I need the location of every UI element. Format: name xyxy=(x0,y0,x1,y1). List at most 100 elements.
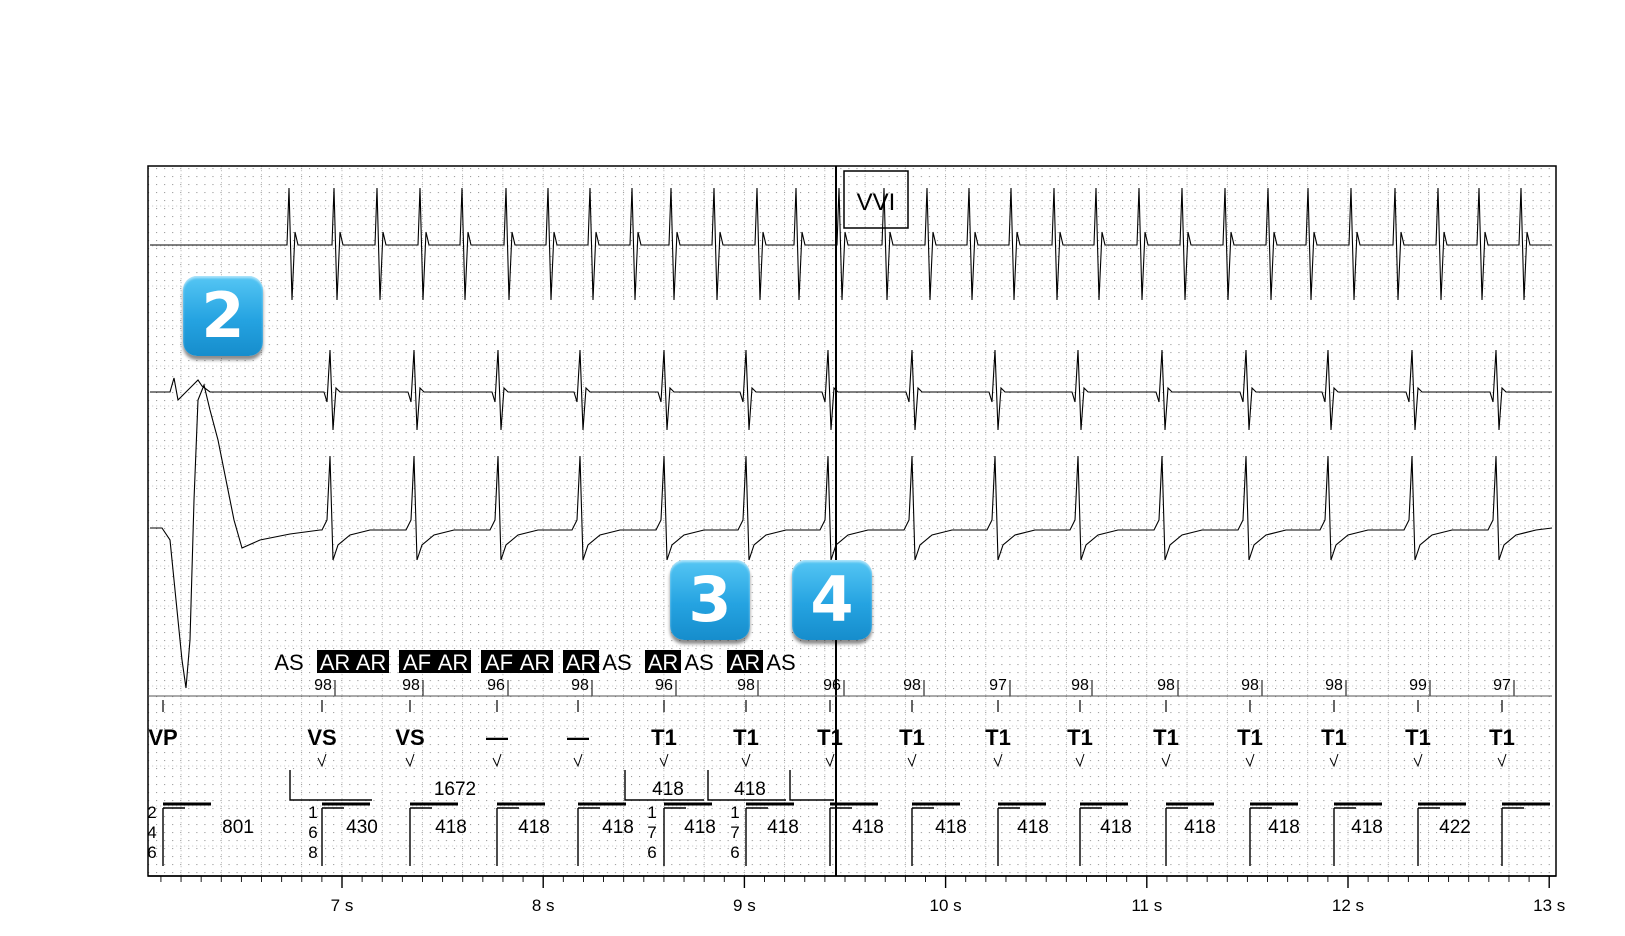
digit: 1 xyxy=(647,803,656,822)
interval-value: 98 xyxy=(571,677,589,694)
ventricular-marker: T1 xyxy=(1067,725,1093,750)
ventricular-marker: T1 xyxy=(899,725,925,750)
interval-value: 99 xyxy=(1409,677,1427,694)
ventricular-marker: — xyxy=(486,725,508,750)
atrial-marker: AR xyxy=(648,650,679,675)
vv-interval: 418 xyxy=(1351,817,1383,838)
atrial-marker: AF xyxy=(485,650,513,675)
atrial-marker-box xyxy=(727,650,763,673)
interval-value: 98 xyxy=(1241,677,1259,694)
atrial-marker: AR xyxy=(730,650,761,675)
atrial-marker: AR xyxy=(356,650,387,675)
ventricular-marker: T1 xyxy=(817,725,843,750)
atrial-marker-box xyxy=(645,650,681,673)
time-tick-label: 7 s xyxy=(331,896,354,915)
atrial-marker-box xyxy=(563,650,599,673)
digit: 4 xyxy=(147,823,156,842)
atrial-egm-trace xyxy=(150,187,1552,301)
mid-interval: 418 xyxy=(652,779,684,800)
digit: 1 xyxy=(730,803,739,822)
vv-interval: 418 xyxy=(518,817,550,838)
interval-value: 96 xyxy=(655,677,673,694)
mode-box-label: VVI xyxy=(857,189,896,216)
time-tick-label: 8 s xyxy=(532,896,555,915)
vv-interval: 422 xyxy=(1439,817,1471,838)
digit: 1 xyxy=(308,803,317,822)
interval-value: 98 xyxy=(1325,677,1343,694)
vv-interval: 418 xyxy=(1184,817,1216,838)
digit: 6 xyxy=(647,843,656,862)
interval-value: 98 xyxy=(737,677,755,694)
time-tick-label: 12 s xyxy=(1332,896,1364,915)
atrial-marker-box xyxy=(517,650,553,673)
atrial-marker-box xyxy=(481,650,517,673)
mid-interval: 418 xyxy=(734,779,766,800)
time-tick-label: 10 s xyxy=(930,896,962,915)
digit: 6 xyxy=(730,843,739,862)
mode-box xyxy=(843,170,909,229)
interval-value: 98 xyxy=(1157,677,1175,694)
interval-value: 98 xyxy=(903,677,921,694)
interval-value: 97 xyxy=(1493,677,1511,694)
atrial-marker: AR xyxy=(438,650,469,675)
callout-badge-2: 2 xyxy=(183,276,263,356)
interval-value: 96 xyxy=(487,677,505,694)
vv-interval: 801 xyxy=(222,817,254,838)
strip-grid xyxy=(147,165,1557,877)
ventricular-marker: VP xyxy=(148,725,177,750)
atrial-marker: AS xyxy=(766,650,795,675)
digit: 6 xyxy=(308,823,317,842)
atrial-marker: AS xyxy=(274,650,303,675)
atrial-marker: AR xyxy=(520,650,551,675)
ventricular-marker: T1 xyxy=(1489,725,1515,750)
shock-egm-trace xyxy=(150,383,1553,689)
ventricular-marker: VS xyxy=(307,725,336,750)
vv-interval: 418 xyxy=(684,817,716,838)
vv-interval: 418 xyxy=(852,817,884,838)
ventricular-marker: T1 xyxy=(1153,725,1179,750)
callout-badge-3: 3 xyxy=(670,560,750,640)
time-tick-label: 9 s xyxy=(733,896,756,915)
atrial-marker: AS xyxy=(602,650,631,675)
vv-interval: 418 xyxy=(767,817,799,838)
atrial-marker: AR xyxy=(320,650,351,675)
atrial-marker-box xyxy=(353,650,389,673)
mid-interval: 1672 xyxy=(434,779,476,800)
digit: 8 xyxy=(308,843,317,862)
vv-interval: 430 xyxy=(346,817,378,838)
atrial-marker: AF xyxy=(403,650,431,675)
ventricular-marker: T1 xyxy=(985,725,1011,750)
vv-interval: 418 xyxy=(602,817,634,838)
vv-interval: 418 xyxy=(1268,817,1300,838)
digit: 7 xyxy=(647,823,656,842)
ventricular-marker: T1 xyxy=(1237,725,1263,750)
vv-interval: 418 xyxy=(435,817,467,838)
vv-interval: 418 xyxy=(1100,817,1132,838)
ventricular-marker: T1 xyxy=(733,725,759,750)
ventricular-marker: T1 xyxy=(1405,725,1431,750)
vv-interval: 418 xyxy=(1017,817,1049,838)
atrial-marker-box xyxy=(435,650,471,673)
callout-badge-4: 4 xyxy=(792,560,872,640)
interval-value: 96 xyxy=(823,677,841,694)
ventricular-marker: — xyxy=(567,725,589,750)
digit: 6 xyxy=(147,843,156,862)
mid-interval-row: 1672 418 418 xyxy=(434,779,766,800)
digit: 2 xyxy=(147,803,156,822)
ventricular-marker: T1 xyxy=(1321,725,1347,750)
vv-interval-row: 801 430 418 418 418 418 418 418 418 418 418 418 418 4… xyxy=(222,817,1471,838)
vv-interval: 418 xyxy=(935,817,967,838)
interval-value: 97 xyxy=(989,677,1007,694)
interval-value: 98 xyxy=(1071,677,1089,694)
atrial-marker-box xyxy=(317,650,353,673)
atrial-marker: AS xyxy=(684,650,713,675)
atrial-marker: AR xyxy=(566,650,597,675)
interval-bars xyxy=(162,770,1550,866)
ventricular-marker: VS xyxy=(395,725,424,750)
time-tick-label: 11 s xyxy=(1131,896,1162,915)
ventricular-marker: T1 xyxy=(651,725,677,750)
